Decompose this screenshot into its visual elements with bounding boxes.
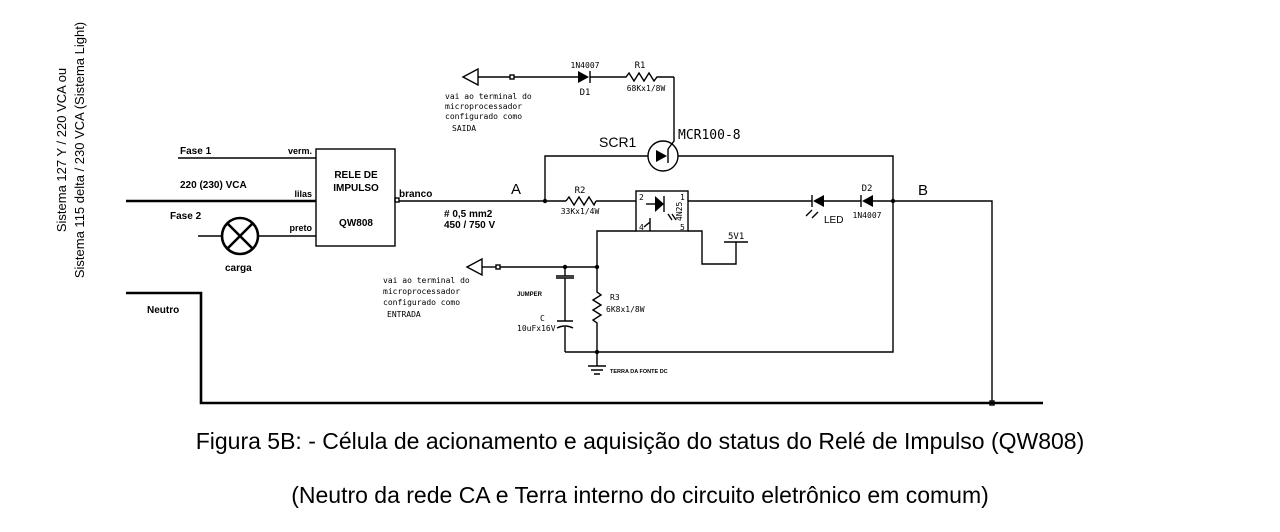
input-note-line2: microprocessador xyxy=(383,287,460,296)
opto-pin5: 5 xyxy=(680,223,685,232)
r1-ref: R1 xyxy=(635,61,646,71)
circuit-schematic: Sistema 127 Y / 220 VCA ou Sistema 115 d… xyxy=(54,22,1043,406)
r3-ref: R3 xyxy=(610,293,620,302)
main-line xyxy=(399,155,995,406)
lilas-wire-label: lilas xyxy=(294,189,312,199)
input-signal-path xyxy=(465,257,606,375)
r1-value: 68Kx1/8W xyxy=(627,84,666,93)
node-a-label: A xyxy=(511,181,521,198)
opto-pin5-wire xyxy=(688,230,737,265)
left-wiring xyxy=(126,157,1043,405)
opto-pin1: 1 xyxy=(680,193,685,202)
preto-wire-label: preto xyxy=(290,223,313,233)
jumper-label: JUMPER xyxy=(517,292,543,298)
r3-value: 6K8x1/8W xyxy=(606,305,645,314)
opto-pin4: 4 xyxy=(639,223,644,232)
relay-label-line2: IMPULSO xyxy=(333,183,379,194)
d2-ref: D2 xyxy=(862,184,873,194)
supply-5v-label: 5V1 xyxy=(728,232,744,242)
input-note-line1: vai ao terminal do xyxy=(383,276,470,285)
branco-wire-label: branco xyxy=(399,189,432,200)
cable-spec-line1: # 0,5 mm2 xyxy=(444,209,493,220)
figure-caption-subtitle: (Neutro da rede CA e Terra interno do ci… xyxy=(291,482,989,508)
carga-lamp-symbol xyxy=(220,216,260,256)
led-symbol xyxy=(805,195,824,219)
optocoupler-4n25 xyxy=(635,190,689,232)
scr1-symbol xyxy=(647,77,679,172)
supply-note-line2: Sistema 115 delta / 230 VCA (Sistema Lig… xyxy=(72,22,87,278)
output-note-line2: microprocessador xyxy=(445,102,522,111)
scr1-ref: SCR1 xyxy=(599,134,637,150)
output-note-line3: configurado como xyxy=(445,112,522,121)
r2-ref: R2 xyxy=(575,186,586,196)
output-note-line4: SAIDA xyxy=(452,124,476,133)
ground-label: TERRA DA FONTE DC xyxy=(610,369,668,375)
d1-part: 1N4007 xyxy=(571,61,600,70)
cable-spec-line2: 450 / 750 V xyxy=(444,220,495,231)
led-label: LED xyxy=(824,215,843,226)
opto-pin2: 2 xyxy=(639,193,644,202)
figure-caption: Figura 5B: - Célula de acionamento e aqu… xyxy=(195,428,1085,454)
input-note-line3: configurado como xyxy=(383,298,460,307)
opto-part-label: 4N25 xyxy=(675,202,684,221)
node-b-label: B xyxy=(918,182,928,199)
neutro-label: Neutro xyxy=(147,305,179,316)
scr1-part: MCR100-8 xyxy=(678,128,741,143)
capacitor-value: 10uFx16V xyxy=(517,324,556,333)
d1-ref: D1 xyxy=(580,88,591,98)
carga-label: carga xyxy=(225,263,252,274)
verm-wire-label: verm. xyxy=(288,146,312,156)
relay-model-label: QW808 xyxy=(339,218,373,229)
r2-resistor-symbol xyxy=(565,195,597,207)
relay-terminal xyxy=(394,197,400,203)
input-note-line4: ENTRADA xyxy=(387,310,421,319)
r2-value: 33Kx1/4W xyxy=(561,207,600,216)
relay-label-line1: RELE DE xyxy=(334,170,378,181)
fase2-label: Fase 2 xyxy=(170,211,202,222)
relay-box xyxy=(315,148,396,247)
output-signal-path xyxy=(461,67,674,87)
opto-pin4-wire xyxy=(596,230,636,266)
capacitor-ref: C xyxy=(540,314,545,323)
supply-note-line1: Sistema 127 Y / 220 VCA ou xyxy=(54,68,69,232)
voltage-label: 220 (230) VCA xyxy=(180,180,247,191)
d2-diode-symbol xyxy=(860,195,873,207)
fase1-label: Fase 1 xyxy=(180,146,212,157)
d2-part: 1N4007 xyxy=(853,211,882,220)
output-note-line1: vai ao terminal do xyxy=(445,92,532,101)
